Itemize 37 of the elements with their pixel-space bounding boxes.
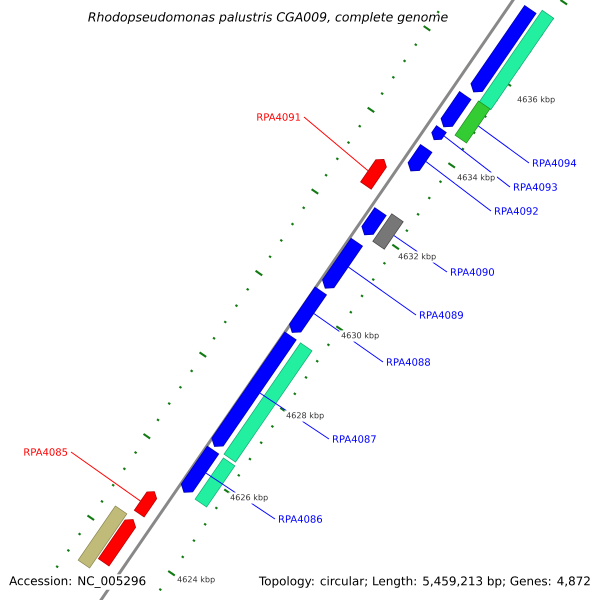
leader-line [478,126,530,164]
gene-block [180,446,220,493]
tick-label: 4628 kbp [284,410,326,422]
gene-label: RPA4093 [514,183,557,191]
leader-line [444,136,510,188]
gene-bar [478,10,554,110]
gene-label: RPA4085 [24,448,68,456]
gene-block [322,238,364,289]
gene-label: RPA4086 [278,515,322,523]
gene-label: RPA4091 [257,113,300,121]
gene-label: RPA4092 [494,207,538,215]
tick-label: 4624 kbp [175,574,217,586]
gene-label: RPA4090 [450,268,494,276]
leader-line [426,161,492,212]
tick-label: 4636 kbp [515,94,557,106]
gene-label: RPA4088 [386,358,430,366]
gene-bar [372,213,404,250]
genome-info-text: Topology: circular; Length: 5,459,213 bp; Genes: 4,872 [257,574,593,590]
leader-line [348,266,416,316]
tick-label: 4632 kbp [396,251,438,263]
gene-label: RPA4087 [332,435,376,443]
gene-block [408,144,432,172]
tick-label: 4634 kbp [455,172,497,184]
tick-label: 4630 kbp [339,330,381,342]
leader-line [70,452,141,502]
gene-block [360,158,387,190]
accession-text: Accession: NC_005296 [7,574,148,590]
gene-label: RPA4089 [420,311,463,319]
gene-block [440,91,472,128]
tick-label: 4626 kbp [228,492,270,504]
gene-block [431,125,447,140]
gene-block [134,491,158,518]
gene-block [289,286,328,333]
gene-label: RPA4094 [532,159,576,167]
leader-line [304,116,368,172]
title: Rhodopseudomonas palustris CGA009, complete genome [88,12,448,24]
gene-block [361,207,387,236]
